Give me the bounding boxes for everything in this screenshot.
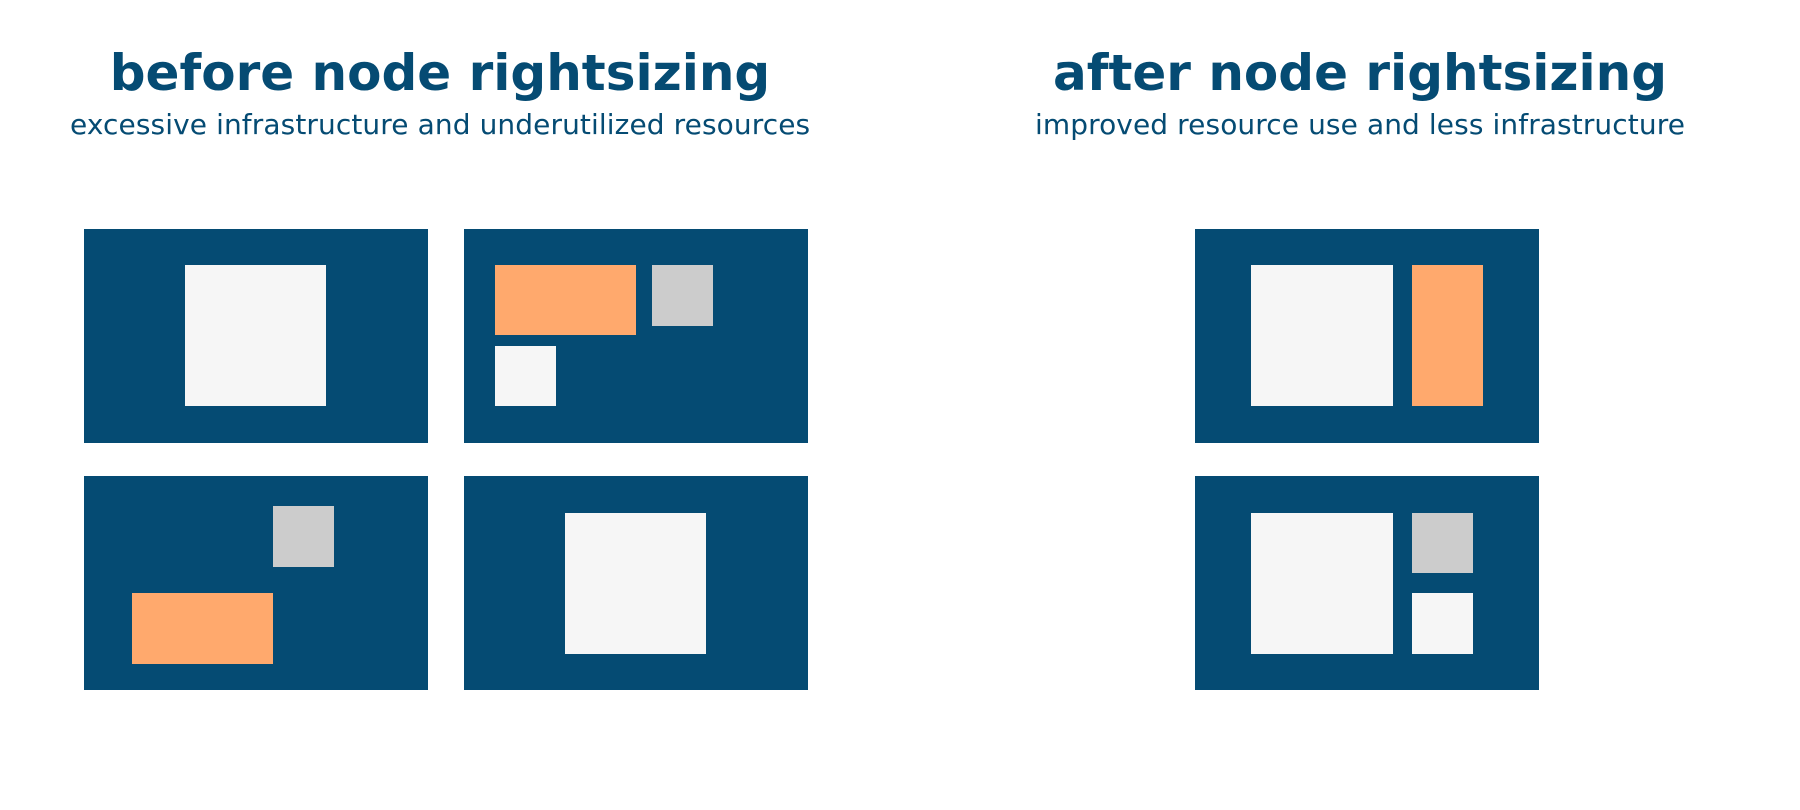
pod-small [1412,593,1473,654]
before-node-3 [84,476,428,690]
after-node-2 [1195,476,1539,690]
after-title: after node rightsizing [1052,44,1668,102]
pod-wide [132,593,273,664]
after-subtitle: improved resource use and less infrastru… [1034,108,1686,141]
pod-small [1412,513,1473,573]
before-node-2 [464,229,808,443]
pod-large [185,265,326,406]
pod-large [1251,513,1393,654]
before-title: before node rightsizing [109,44,771,102]
pod-small [273,506,334,567]
pod-wide [495,265,636,335]
before-subtitle: excessive infrastructure and underutiliz… [70,108,811,141]
before-node-4 [464,476,808,690]
pod-tall [1412,265,1483,406]
pod-small [652,265,713,326]
before-node-1 [84,229,428,443]
after-node-1 [1195,229,1539,443]
pod-large [565,513,706,654]
pod-large [1251,265,1393,406]
pod-small [495,346,556,406]
